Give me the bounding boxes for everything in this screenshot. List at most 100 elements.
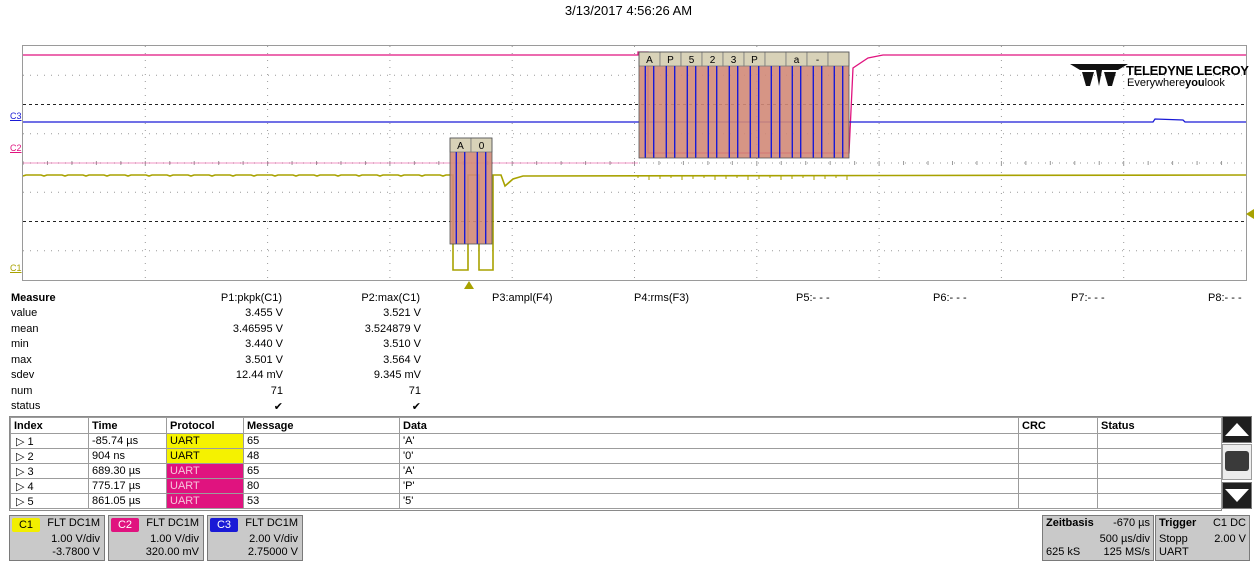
measure-row-name: min [11,338,29,350]
measure-row-name: max [11,353,32,366]
column-header-time[interactable]: Time [88,417,167,434]
param-p1[interactable]: P1:pkpk(C1) [220,292,282,304]
measure-p2-value: 3.524879 V [364,322,421,335]
c1-ground-label: C1 [10,263,22,273]
c3-trace-line [23,118,1246,123]
channel-offset: 320.00 mV [145,546,199,558]
measure-p2-value: 71 [408,384,421,397]
cell-index[interactable]: ▷ 5 [10,493,89,509]
column-header-data[interactable]: Data [399,417,1019,434]
scroll-thumb[interactable] [1225,451,1249,471]
cell-data: '0' [399,448,1019,464]
measure-p1-value: 3.46595 V [232,322,283,335]
c2-ground-label: C2 [10,143,22,153]
cell-crc [1018,448,1098,464]
column-header-crc[interactable]: CRC [1018,417,1098,434]
cell-data: 'P' [399,478,1019,494]
param-p7[interactable]: P7:- - - [1071,292,1105,304]
column-header-message[interactable]: Message [243,417,400,434]
measure-row: status✔✔ [0,400,1257,415]
capture-timestamp: 3/13/2017 4:56:26 AM [564,3,693,18]
decode-group-1-label: A [457,141,464,152]
decode-group-2-label: P [667,55,674,66]
measure-p1-value: 71 [270,384,283,397]
param-p6[interactable]: P6:- - - [933,292,967,304]
param-p3[interactable]: P3:ampl(F4) [492,292,553,304]
cell-time: 775.17 µs [88,478,167,494]
channel-offset: -3.7800 V [52,546,100,558]
cell-status [1097,478,1222,494]
timebase-rate: 125 MS/s [1103,546,1150,558]
cell-protocol: UART [166,493,244,509]
cell-data: '5' [399,493,1019,509]
cell-message: 65 [243,433,400,449]
decode-group-2-label-box [827,51,850,67]
cell-protocol: UART [166,463,244,479]
timebase-tdiv: 500 µs/div [1099,533,1150,545]
cell-time: 689.30 µs [88,463,167,479]
channel-offset: 2.75000 V [247,546,298,558]
cell-index[interactable]: ▷ 4 [10,478,89,494]
logo-tagline-bold: you [1185,77,1205,89]
channel-coupling: FLT DC1M [146,517,199,529]
param-p8[interactable]: P8:- - - [1208,292,1242,304]
decode-group-1-border [449,137,493,245]
timebase-samples: 625 kS [1046,546,1081,558]
cell-time: 904 ns [88,448,167,464]
measure-p2-value: ✔ [411,401,421,413]
measure-p1-value: 3.440 V [245,338,283,350]
channel-vdiv: 1.00 V/div [51,533,100,545]
trigger-box[interactable]: Trigger C1 DC Stopp 2.00 V UART [1155,515,1250,561]
measure-panel: Measure P1:pkpk(C1) P2:max(C1) P3:ampl(F… [0,290,1257,416]
cell-time: -85.74 µs [88,433,167,449]
scroll-track[interactable] [1222,444,1252,480]
column-header-status[interactable]: Status [1097,417,1222,434]
cell-data: 'A' [399,463,1019,479]
channel-box-c1[interactable]: C1 FLT DC1M 1.00 V/div-3.7800 V [9,515,105,561]
measure-p1-value: 3.501 V [245,353,283,366]
decode-group-2-label: 2 [710,55,716,66]
timebase-box[interactable]: Zeitbasis -670 µs 500 µs/div 625 kS 125 … [1042,515,1154,561]
measure-row-name: status [11,400,41,412]
timebase-delay: -670 µs [1113,517,1150,529]
trigger-channel: C1 DC [1212,517,1246,529]
column-header-protocol[interactable]: Protocol [166,417,244,434]
cell-index[interactable]: ▷ 3 [10,463,89,479]
teledyne-lecroy-logo: TELEDYNE LECROY Everywhereyoulook [1068,56,1249,90]
trigger-level: 2.00 V [1214,533,1246,545]
channel-coupling: FLT DC1M [47,517,100,529]
c1-trace [23,174,1246,271]
measure-p2-value: 3.564 V [383,353,421,366]
param-p2[interactable]: P2:max(C1) [361,292,420,304]
cell-message: 65 [243,463,400,479]
decode-group-2-border [638,51,850,159]
param-p4[interactable]: P4:rms(F3) [634,292,689,304]
scroll-down-button[interactable] [1222,482,1252,509]
scroll-up-button[interactable] [1222,416,1252,443]
channel-tag: C1 [12,518,40,532]
decode-group-2-label: a [794,55,800,66]
cell-crc [1018,463,1098,479]
cell-index[interactable]: ▷ 1 [10,433,89,449]
channel-coupling: FLT DC1M [245,517,298,529]
column-header-index[interactable]: Index [10,417,89,434]
measure-p2-value: 9.345 mV [373,369,421,381]
decode-group-2-label-box [764,51,787,67]
measure-header-row: Measure P1:pkpk(C1) P2:max(C1) P3:ampl(F… [0,292,1257,307]
decode-table[interactable]: Index Time Protocol Message Data CRC Sta… [9,416,1222,511]
cell-status [1097,433,1222,449]
measure-title: Measure [11,292,56,304]
param-p5[interactable]: P5:- - - [796,292,830,304]
cell-index[interactable]: ▷ 2 [10,448,89,464]
logo-tagline: Everywhereyoulook [1127,77,1225,89]
decode-group-2-label: - [816,55,819,66]
